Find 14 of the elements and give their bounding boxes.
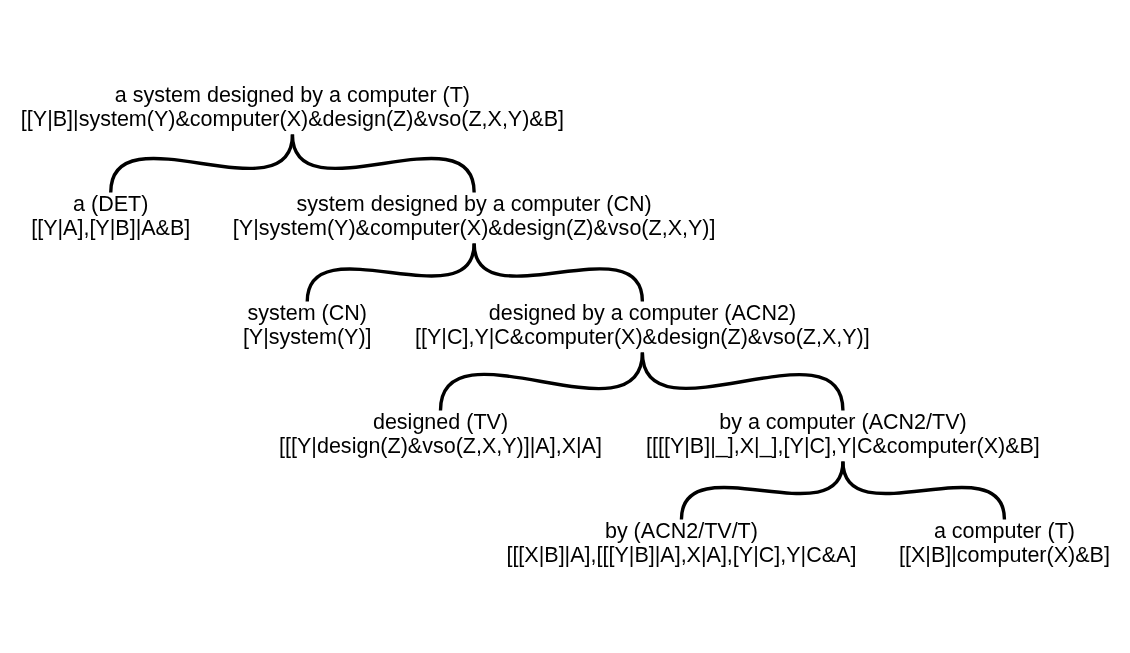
- connector: [841, 460, 1007, 520]
- node-text: designed (TV) [[[Y|design(Z)&vso(Z,X,Y)]|A],X|A]: [279, 409, 602, 458]
- node-text: a system designed by a computer (T) [[Y|B]|system(Y)&computer(X)&design(Z)&vso(Z,X,Y)&B]: [20, 82, 565, 131]
- connector: [290, 133, 476, 193]
- node-text: system (CN) [Y|system(Y)]: [242, 300, 372, 349]
- connector: [640, 351, 845, 411]
- node-text: designed by a computer (ACN2) [[Y|C],Y|C&computer(X)&design(Z)&vso(Z,X,Y)]: [415, 300, 870, 349]
- node-text: a (DET) [[Y|A],[Y|B]|A&B]: [31, 191, 191, 240]
- node-text: by a computer (ACN2/TV) [[[[Y|B]|_],X|_],[Y|C],Y|C&computer(X)&B]: [646, 409, 1040, 458]
- node-text: system designed by a computer (CN) [Y|system(Y)&computer(X)&design(Z)&vso(Z,X,Y)]: [232, 191, 716, 240]
- node-text: a computer (T) [[X|B]|computer(X)&B]: [899, 518, 1110, 567]
- connector: [305, 242, 476, 302]
- node-text: by (ACN2/TV/T) [[[X|B]|A],[[[Y|B]|A],X|A],[Y|C],Y|C&A]: [506, 518, 857, 567]
- connector: [472, 242, 645, 302]
